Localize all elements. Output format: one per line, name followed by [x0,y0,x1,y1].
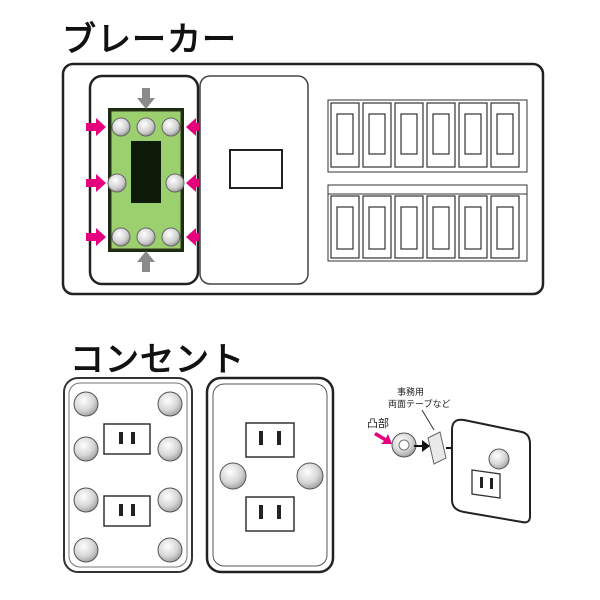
pink-arrow-icon [374,432,392,444]
socket-icon [245,496,295,532]
cover-window [229,149,283,189]
arrow-right-icon [86,228,106,246]
knob-icon [165,173,185,193]
socket-icon [103,423,151,455]
arrow-left-icon [186,174,206,192]
knob-icon [296,462,324,490]
knob-icon [73,391,99,417]
breaker-module: 3 [107,108,185,252]
knob-icon [219,462,247,490]
knob-icon [157,391,183,417]
protrusion-label: 凸部 [367,416,389,430]
knob-icon [157,537,183,563]
breaker-panel: 3 [61,62,545,296]
knob-icon [488,448,510,470]
tape-label-line1: 事務用 [397,386,424,398]
breaker-section-title: ブレーカー [62,20,237,60]
arrow-down-icon [137,88,155,109]
outlet-plate-covered [205,376,335,574]
switch-row-top [327,99,528,173]
outlet-plate-double [63,377,193,573]
knob-icon [111,227,131,247]
gray-arrows [137,88,155,272]
arrow-right-icon [414,440,430,452]
arrow-left-icon [186,228,206,246]
knob-icon [73,537,99,563]
knob-icon [136,227,156,247]
knob-icon [73,487,99,513]
knob-icon [157,436,183,462]
tape-label-line2: 両面テープなど [388,399,450,410]
knob-icon [73,436,99,462]
knob-icon [161,117,181,137]
tape-piece [427,431,447,465]
switch-row-bottom [327,184,528,262]
attachment-diagram: 事務用 両面テープなど 凸部 [367,386,531,524]
arrow-left-icon [186,118,206,136]
pink-arrows [86,118,206,246]
knob-icon [157,487,183,513]
knob-icon [107,173,127,193]
knob-icon [136,117,156,137]
arrow-right-icon [86,118,106,136]
socket-icon [245,422,295,458]
plate-perspective [451,418,531,524]
socket-icon [471,469,501,499]
socket-icon [103,495,151,527]
knob-icon [111,117,131,137]
module-window [131,141,161,203]
knob-icon [161,227,181,247]
outlet-section-title: コンセント [70,340,245,380]
tape-leader-line [421,409,435,431]
arrow-up-icon [137,251,155,272]
arrow-right-icon [86,174,106,192]
